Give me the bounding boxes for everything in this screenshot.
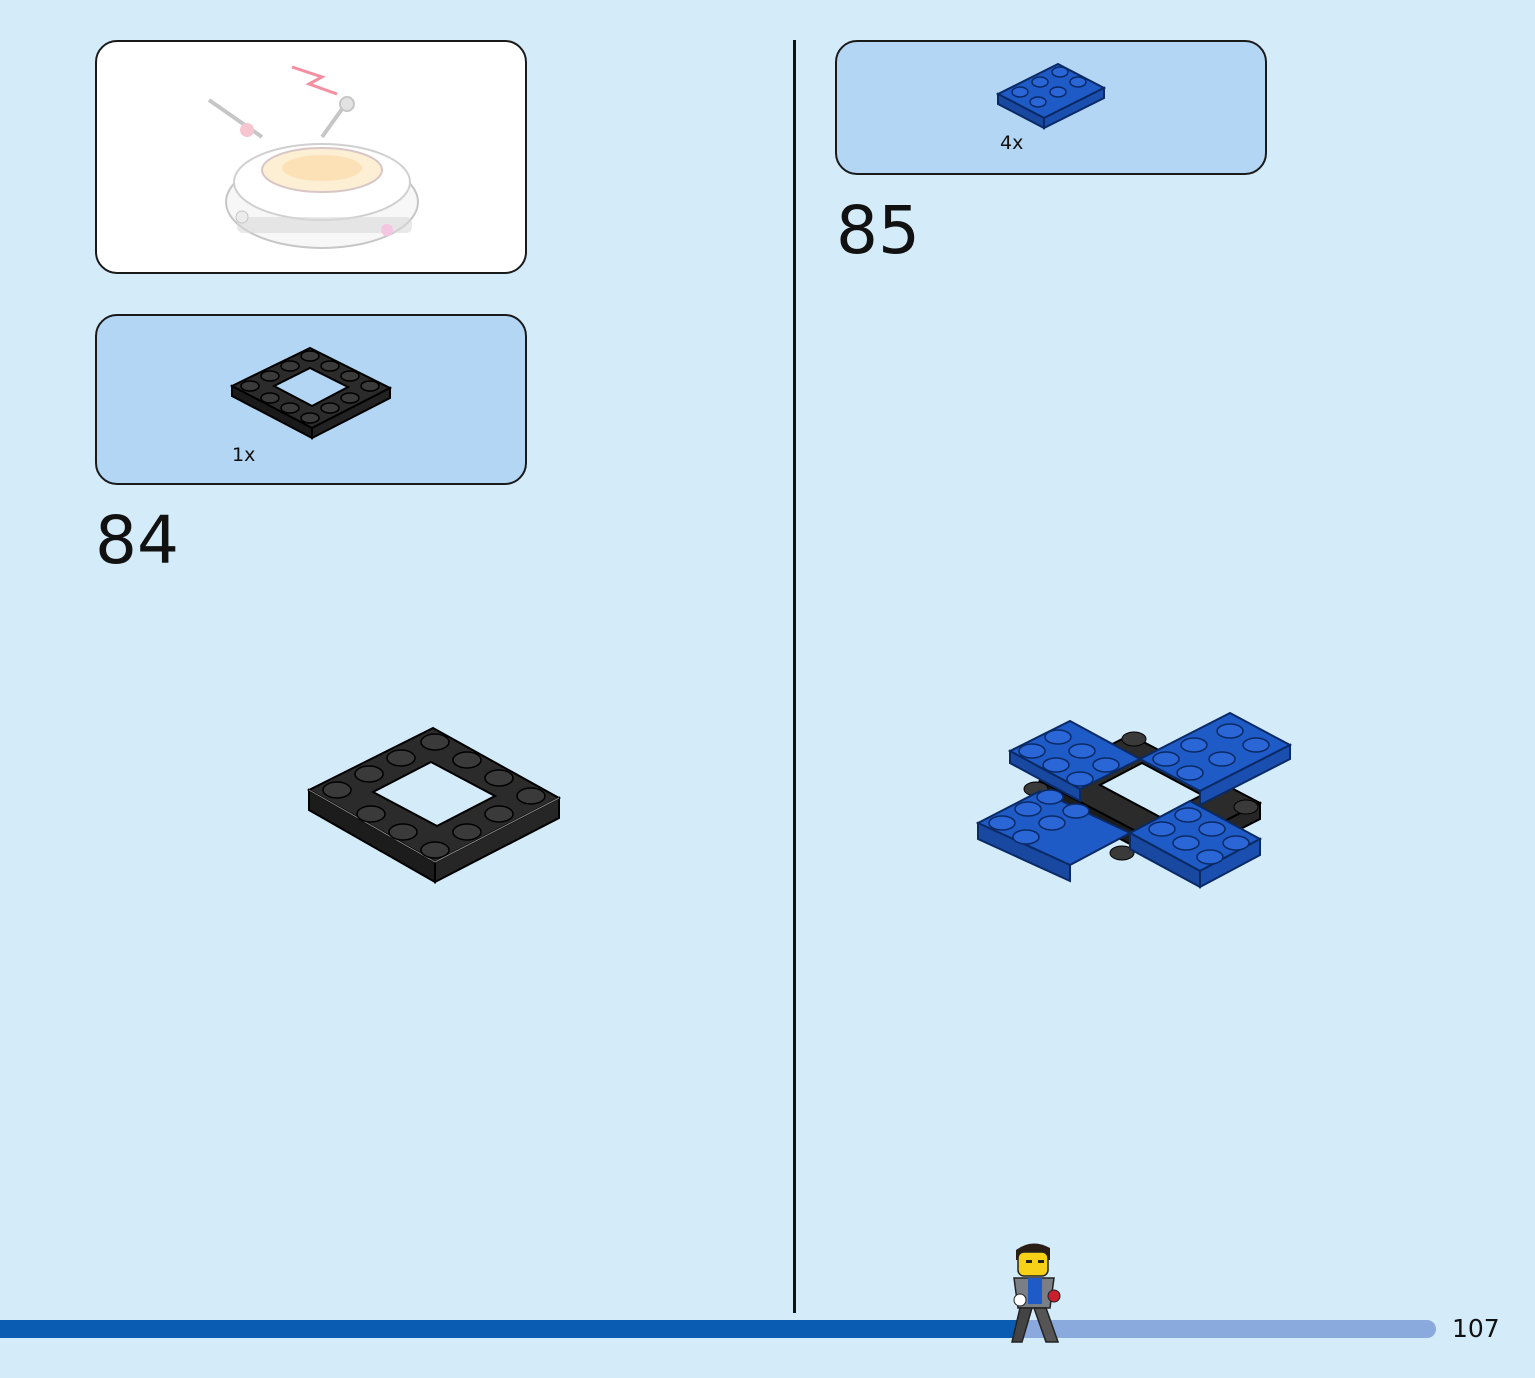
black-4x4-open-plate-icon xyxy=(229,346,393,440)
step-number: 85 xyxy=(836,192,920,269)
part-quantity: 1x xyxy=(232,444,256,466)
page-number: 107 xyxy=(1452,1314,1500,1343)
walking-minifigure-icon xyxy=(1011,1243,1061,1343)
step-84-assembly-image xyxy=(306,726,562,884)
page-divider xyxy=(793,40,796,1313)
parts-callout-step-85: 4x xyxy=(835,40,1267,175)
step-85-assembly-image xyxy=(975,711,1293,889)
progress-track xyxy=(0,1320,1436,1338)
blue-2x3-plate-icon xyxy=(995,62,1107,130)
progress-fill xyxy=(0,1320,1020,1338)
finished-model-preview-icon xyxy=(207,65,419,249)
step-number: 84 xyxy=(95,502,179,579)
parts-callout-step-84: 1x xyxy=(95,314,527,485)
finished-model-preview xyxy=(95,40,527,274)
part-quantity: 4x xyxy=(1000,132,1024,154)
